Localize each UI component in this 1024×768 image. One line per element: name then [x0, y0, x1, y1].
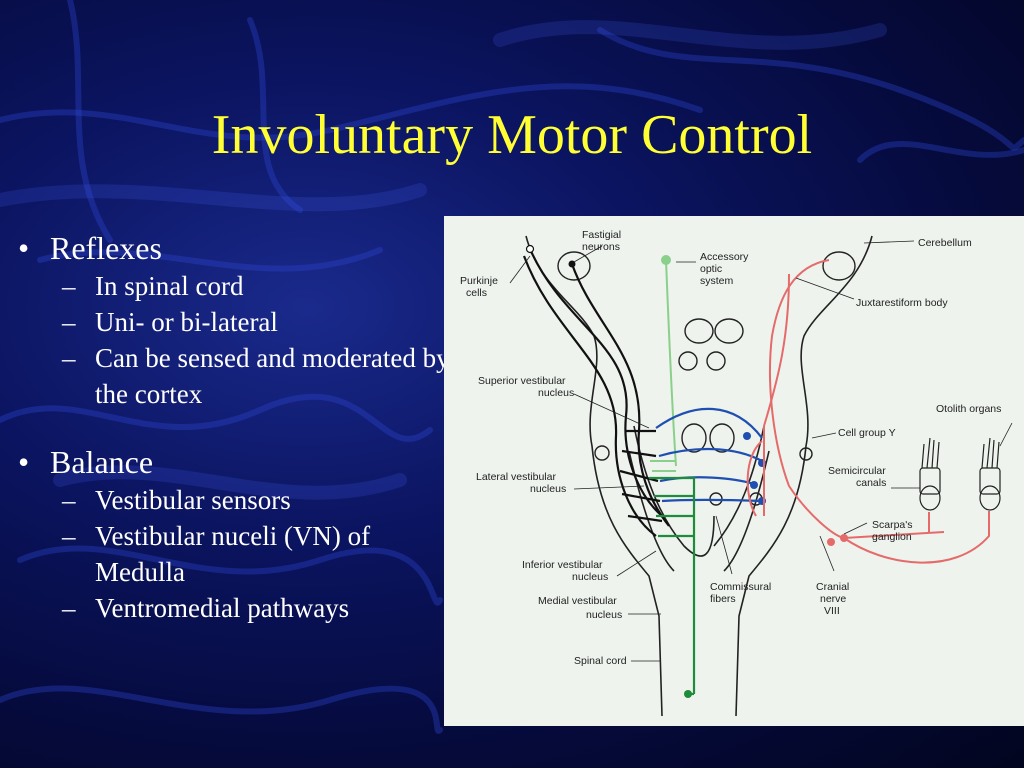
label-purkinje: cells: [466, 287, 487, 299]
brainstem-outline: [525, 235, 873, 717]
label-lateral-vn: nucleus: [530, 483, 566, 495]
bullet-reflexes: Reflexes: [18, 228, 458, 268]
label-commissural: Commissural: [710, 581, 771, 593]
label-lateral-vn: Lateral vestibular: [476, 471, 556, 483]
label-scarpa: Scarpa's: [872, 519, 913, 531]
vestibular-afferents: [746, 259, 990, 564]
label-otolith: Otolith organs: [936, 403, 1001, 415]
accessory-optic-marker: [661, 255, 671, 265]
label-purkinje: Purkinje: [460, 275, 498, 287]
subbullet-text: Vestibular nuceli (VN) of Medulla: [95, 521, 371, 587]
label-juxtarestiform: Juxtarestiform body: [856, 297, 948, 309]
bullet-list: Reflexes –In spinal cord –Uni- or bi-lat…: [18, 228, 458, 626]
subbullet-vestibular-sensors: –Vestibular sensors: [62, 485, 291, 515]
label-semicircular: canals: [856, 477, 886, 489]
label-cell-group-y: Cell group Y: [838, 427, 896, 439]
label-commissural: fibers: [710, 593, 736, 605]
vestibular-nucleus-dots: [743, 432, 766, 505]
cerebellar-fibers: [522, 248, 670, 537]
label-semicircular: Semicircular: [828, 465, 886, 477]
diagram-svg: Fastigial neurons Accessory optic system…: [460, 229, 1013, 717]
subbullet-text: Vestibular sensors: [95, 485, 291, 515]
spinal-cord-terminal: [684, 690, 692, 698]
label-accessory-optic: Accessory: [700, 251, 749, 263]
bullet-balance: Balance: [18, 442, 458, 482]
subbullet-ventromedial: –Ventromedial pathways: [62, 593, 350, 623]
vestibular-pathway-diagram: Fastigial neurons Accessory optic system…: [444, 216, 1024, 726]
nucleus-outlines: [557, 251, 856, 506]
label-medial-vn: nucleus: [586, 609, 622, 621]
label-accessory-optic: system: [700, 275, 734, 287]
label-fastigial: neurons: [582, 241, 620, 253]
label-superior-vn: Superior vestibular: [478, 375, 566, 387]
label-cranial-nerve: VIII: [824, 605, 840, 617]
subbullet-text: In spinal cord: [95, 271, 244, 301]
label-cranial-nerve: Cranial: [816, 581, 849, 593]
label-accessory-optic: optic: [700, 263, 722, 275]
label-cerebellum: Cerebellum: [918, 237, 972, 249]
subbullet-text: Ventromedial pathways: [95, 593, 350, 623]
label-scarpa: ganglion: [872, 531, 912, 543]
fastigial-neuron-marker: [568, 260, 576, 268]
optic-pathway: [650, 259, 677, 472]
subbullet-text: Uni- or bi-lateral: [95, 307, 278, 337]
subbullet-text: Can be sensed and moderated by the corte…: [95, 343, 450, 409]
spinal-pathway: [649, 476, 696, 696]
purkinje-cell-marker: [525, 244, 535, 254]
label-inferior-vn: Inferior vestibular: [522, 559, 603, 571]
subbullet-spinal-cord: –In spinal cord: [62, 271, 244, 301]
scarpa-ganglion-cells: [827, 534, 848, 546]
label-inferior-vn: nucleus: [572, 571, 608, 583]
slide-title: Involuntary Motor Control: [211, 104, 813, 166]
subbullet-vestibular-nuclei: –Vestibular nuceli (VN) of Medulla: [62, 521, 371, 587]
label-superior-vn: nucleus: [538, 387, 574, 399]
label-fastigial: Fastigial: [582, 229, 621, 241]
label-medial-vn: Medial vestibular: [538, 595, 617, 607]
otolith-organs: [919, 437, 1001, 511]
subbullet-lateral: –Uni- or bi-lateral: [62, 307, 278, 337]
label-cranial-nerve: nerve: [820, 593, 846, 605]
leader-lines: [509, 240, 1013, 662]
subbullet-cortex: –Can be sensed and moderated by the cort…: [62, 343, 450, 409]
label-spinal-cord: Spinal cord: [574, 655, 627, 667]
